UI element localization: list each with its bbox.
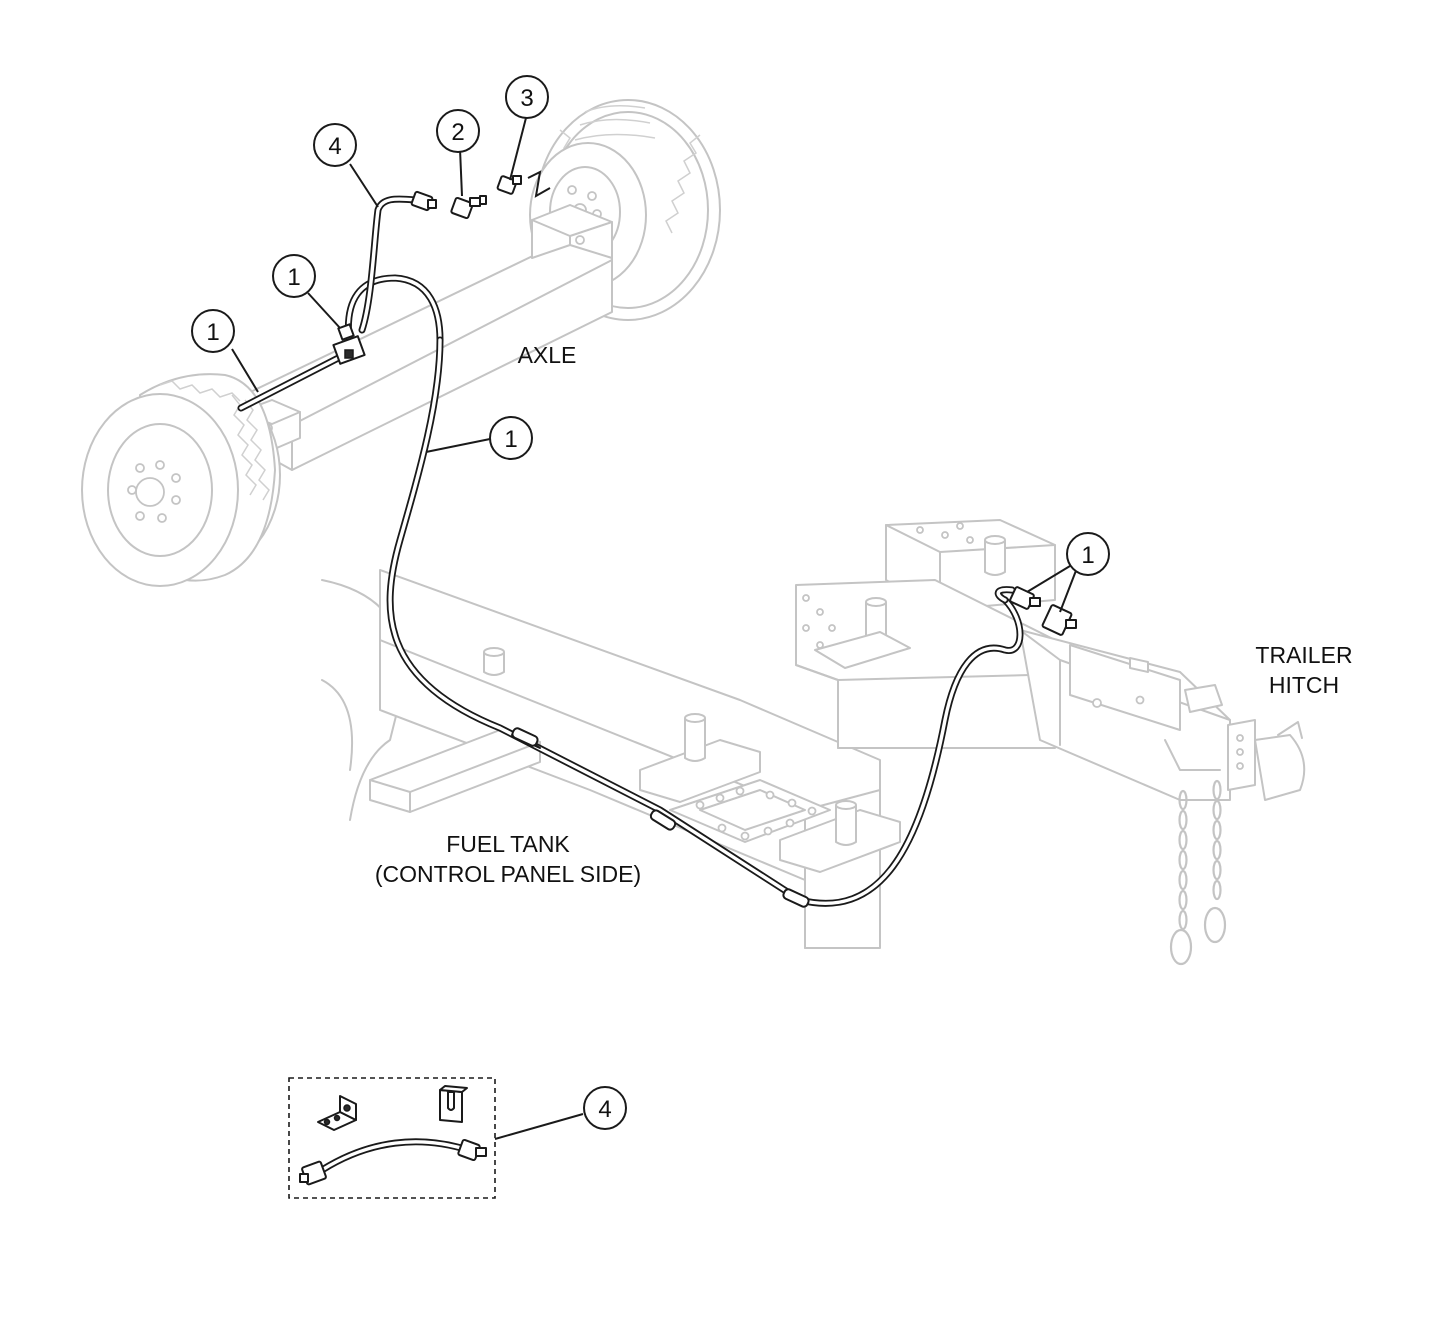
trailer-frame: [795, 519, 1306, 966]
axle-beam: [237, 204, 613, 471]
svg-text:1: 1: [1081, 542, 1094, 569]
adapter-fitting: [496, 175, 522, 195]
axle-assembly: [81, 99, 721, 587]
hose-end-nut: [410, 190, 437, 212]
u-clip: [439, 1085, 468, 1123]
svg-text:1: 1: [206, 319, 219, 346]
svg-text:4: 4: [328, 133, 341, 160]
fuel-tank: [321, 569, 901, 949]
kit-hose-nut-left: [299, 1160, 327, 1186]
safety-chains: [1169, 779, 1227, 966]
brake-lines: [237, 195, 1024, 908]
svg-text:2: 2: [451, 119, 464, 146]
hose-kit-detail: [288, 1077, 496, 1199]
callout-4-kit: 4: [583, 1086, 627, 1130]
trailer-hitch-label-line1: TRAILER: [1255, 642, 1352, 668]
svg-text:1: 1: [504, 426, 517, 453]
elbow-fitting: [450, 195, 487, 220]
callout-1-axle-left: 1: [191, 309, 235, 353]
callout-3-top: 3: [505, 75, 549, 119]
l-bracket: [317, 1095, 357, 1131]
trailer-hitch-label-line2: HITCH: [1269, 672, 1339, 698]
axle-label: AXLE: [518, 342, 577, 368]
callout-1-hitch: 1: [1066, 532, 1110, 576]
svg-text:3: 3: [520, 85, 533, 112]
axle-tee-fitting: [332, 323, 366, 365]
leader-lines: [231, 113, 1078, 1140]
fittings: [332, 170, 1077, 636]
callout-2-top: 2: [436, 109, 480, 153]
callout-4-top: 4: [313, 123, 357, 167]
callout-1-axle-tee: 1: [272, 254, 316, 298]
fuel-tank-label-line2: (CONTROL PANEL SIDE): [375, 861, 641, 887]
svg-text:1: 1: [287, 264, 300, 291]
fuel-tank-label-line1: FUEL TANK: [446, 831, 570, 857]
svg-text:4: 4: [598, 1096, 611, 1123]
callout-1-main-hose: 1: [489, 416, 533, 460]
kit-hose-nut-right: [457, 1138, 487, 1162]
left-wheel: [81, 373, 281, 587]
